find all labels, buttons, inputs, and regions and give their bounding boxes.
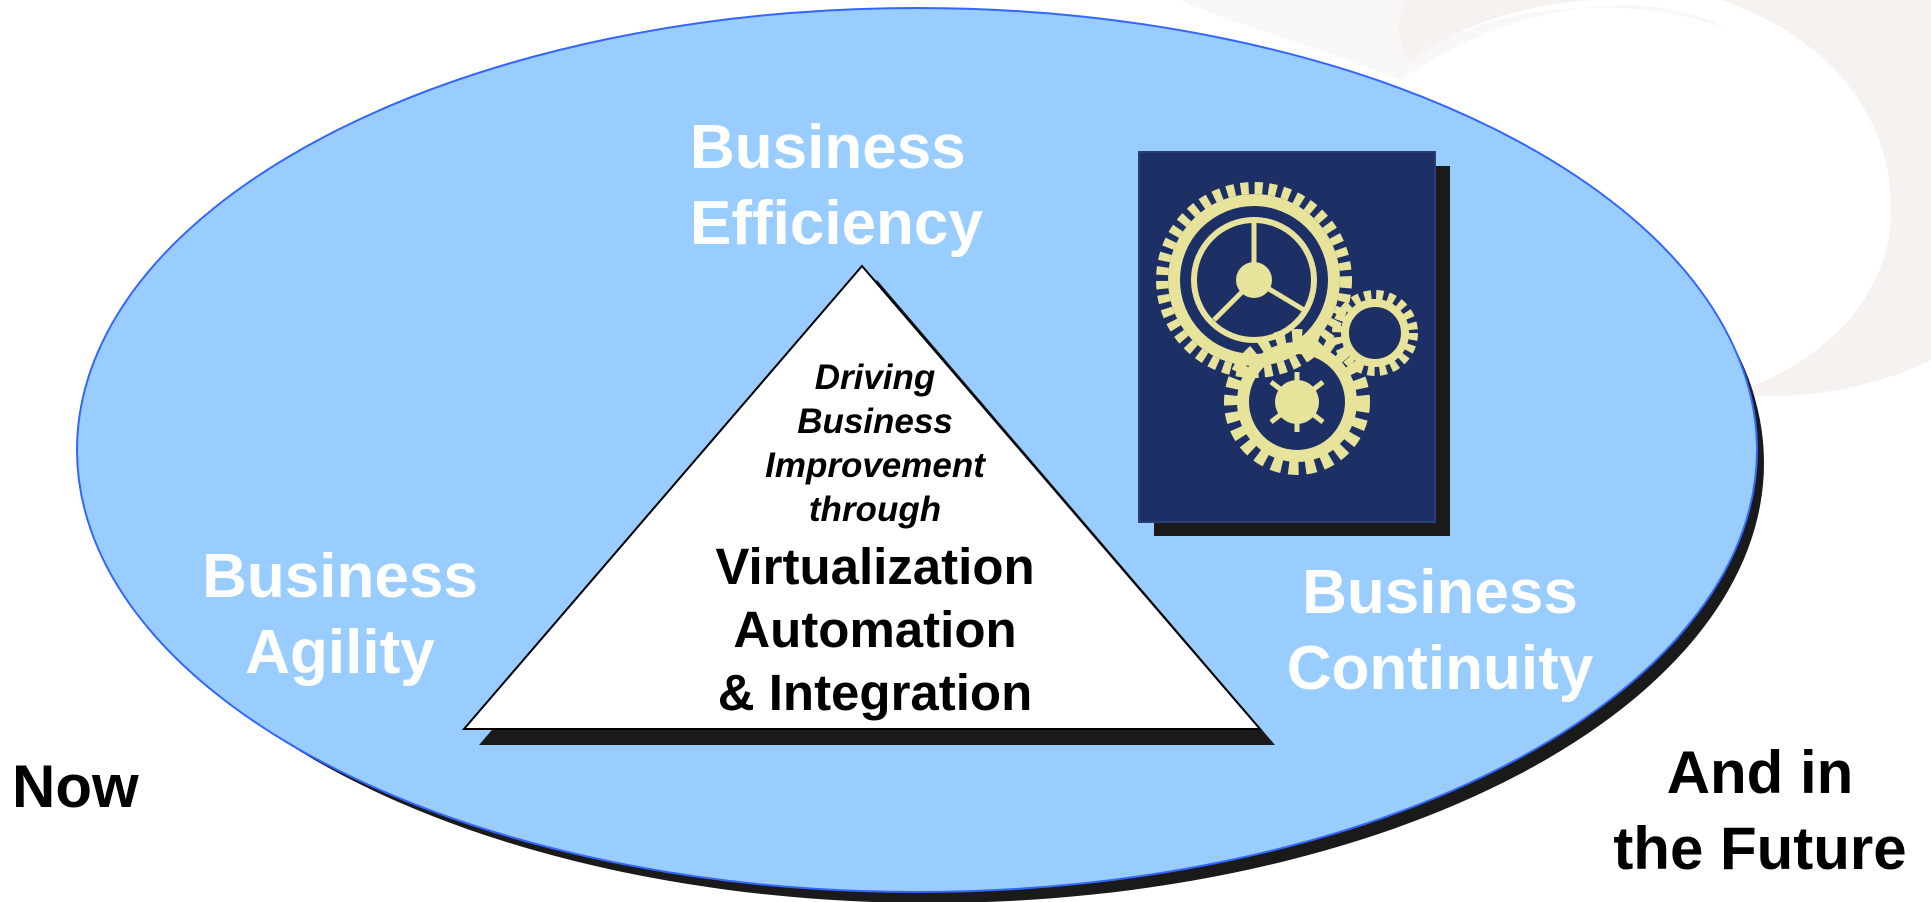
business-continuity-line1: Business [1302, 558, 1578, 627]
future-label: And in the Future [1590, 735, 1930, 887]
future-label-line1: And in [1666, 739, 1854, 806]
business-agility-line1: Business [202, 542, 478, 611]
triangle-main-text: Virtualization Automation & Integration [685, 535, 1065, 724]
triangle-intro-line2: Business [797, 402, 953, 441]
business-continuity-line2: Continuity [1286, 634, 1594, 703]
gears-icon [1138, 151, 1436, 523]
triangle-intro-line3: Improvement [765, 446, 985, 485]
automation-label: Automation [733, 601, 1017, 658]
background-swirl [1180, 0, 1931, 397]
triangle-intro-text: Driving Business Improvement through [720, 356, 1030, 532]
now-label: Now [12, 753, 139, 820]
business-efficiency-label: Business Efficiency [690, 110, 1050, 262]
future-label-line2: the Future [1613, 815, 1907, 882]
business-agility-label: Business Agility [180, 539, 500, 691]
business-efficiency-line1: Business [690, 113, 966, 182]
center-triangle [461, 264, 1263, 730]
business-continuity-label: Business Continuity [1275, 555, 1605, 707]
virtualization-label: Virtualization [715, 538, 1035, 595]
triangle-intro-line1: Driving [814, 358, 936, 397]
business-agility-line2: Agility [245, 618, 435, 687]
triangle-intro-line4: through [808, 490, 942, 529]
integration-label: & Integration [717, 664, 1033, 721]
business-efficiency-line2: Efficiency [690, 189, 983, 258]
